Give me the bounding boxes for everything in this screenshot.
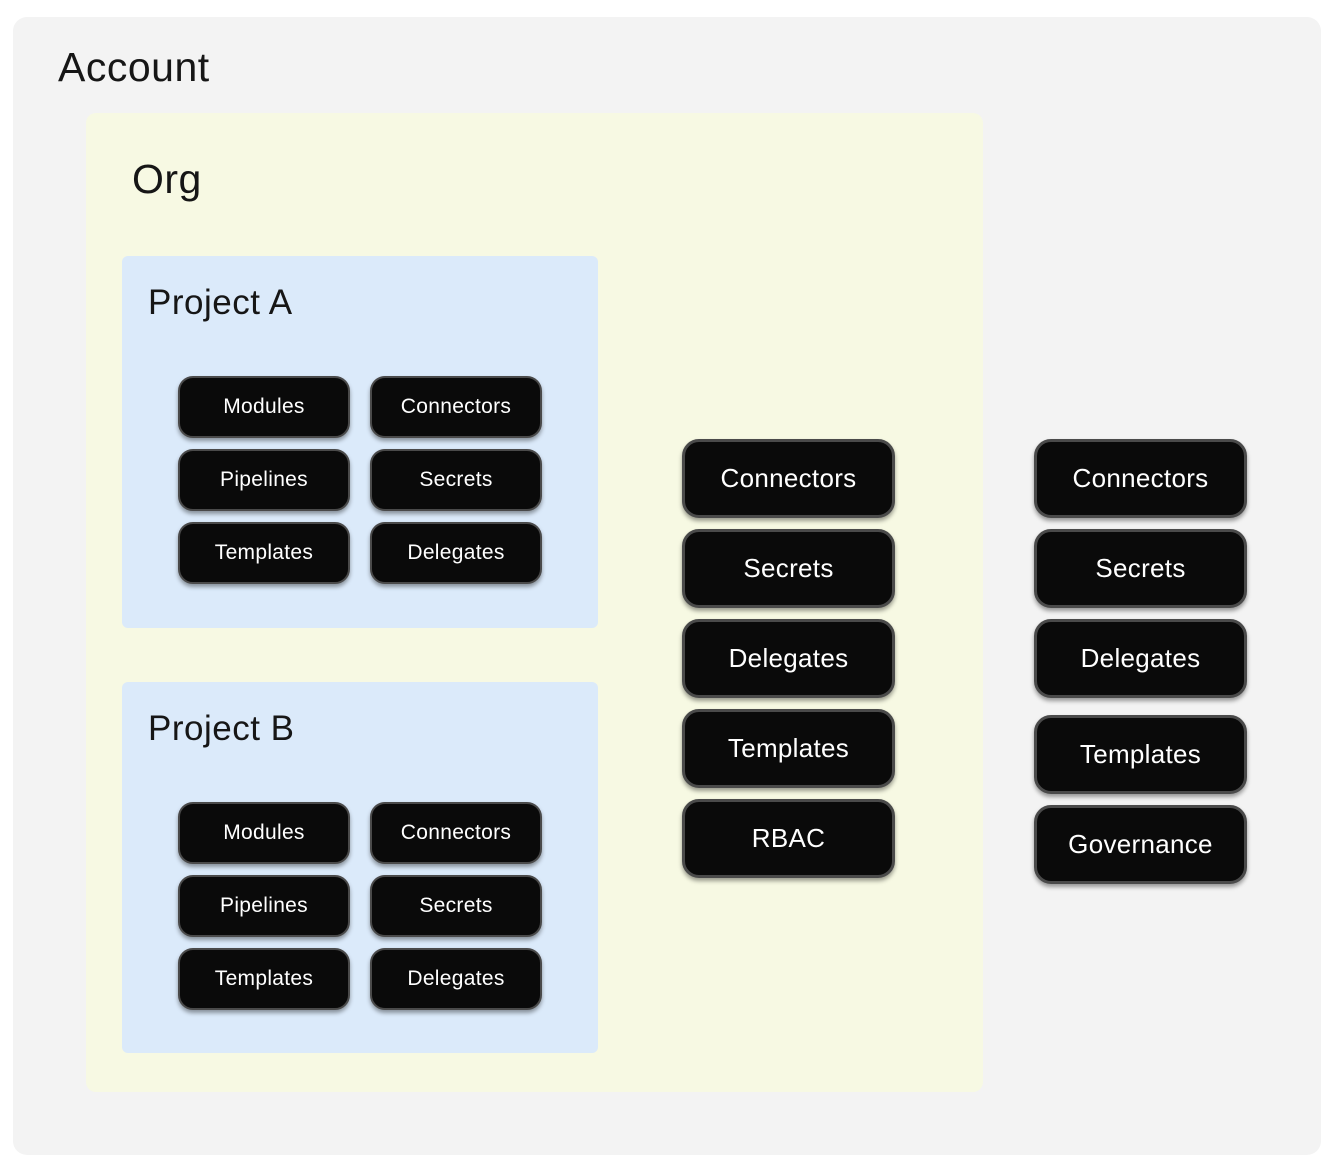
pill-templates: Templates — [178, 522, 350, 584]
project-b-resources: Modules Connectors Pipelines Secrets Tem… — [178, 802, 542, 1010]
pill-secrets: Secrets — [370, 449, 542, 511]
org-resources: Connectors Secrets Delegates Templates R… — [682, 439, 895, 878]
pill-pipelines: Pipelines — [178, 875, 350, 937]
account-label: Account — [58, 44, 210, 90]
account-box: Account Org Project A Modules Connectors… — [13, 17, 1321, 1155]
project-b-box: Project B Modules Connectors Pipelines S… — [122, 682, 598, 1053]
pill-modules: Modules — [178, 802, 350, 864]
pill-governance: Governance — [1034, 805, 1247, 884]
pill-rbac: RBAC — [682, 799, 895, 878]
pill-connectors: Connectors — [682, 439, 895, 518]
project-a-label: Project A — [148, 283, 293, 322]
pill-connectors: Connectors — [370, 802, 542, 864]
pill-secrets: Secrets — [682, 529, 895, 608]
pill-delegates: Delegates — [682, 619, 895, 698]
pill-delegates: Delegates — [1034, 619, 1247, 698]
org-label: Org — [132, 156, 202, 202]
pill-connectors: Connectors — [370, 376, 542, 438]
pill-secrets: Secrets — [1034, 529, 1247, 608]
pill-templates: Templates — [1034, 715, 1247, 794]
project-a-box: Project A Modules Connectors Pipelines S… — [122, 256, 598, 628]
pill-delegates: Delegates — [370, 522, 542, 584]
pill-modules: Modules — [178, 376, 350, 438]
pill-delegates: Delegates — [370, 948, 542, 1010]
pill-templates: Templates — [682, 709, 895, 788]
org-box: Org Project A Modules Connectors Pipelin… — [86, 113, 983, 1092]
pill-connectors: Connectors — [1034, 439, 1247, 518]
account-resources: Connectors Secrets Delegates Templates G… — [1034, 439, 1247, 884]
project-a-resources: Modules Connectors Pipelines Secrets Tem… — [178, 376, 542, 584]
pill-secrets: Secrets — [370, 875, 542, 937]
pill-templates: Templates — [178, 948, 350, 1010]
pill-pipelines: Pipelines — [178, 449, 350, 511]
project-b-label: Project B — [148, 709, 295, 748]
